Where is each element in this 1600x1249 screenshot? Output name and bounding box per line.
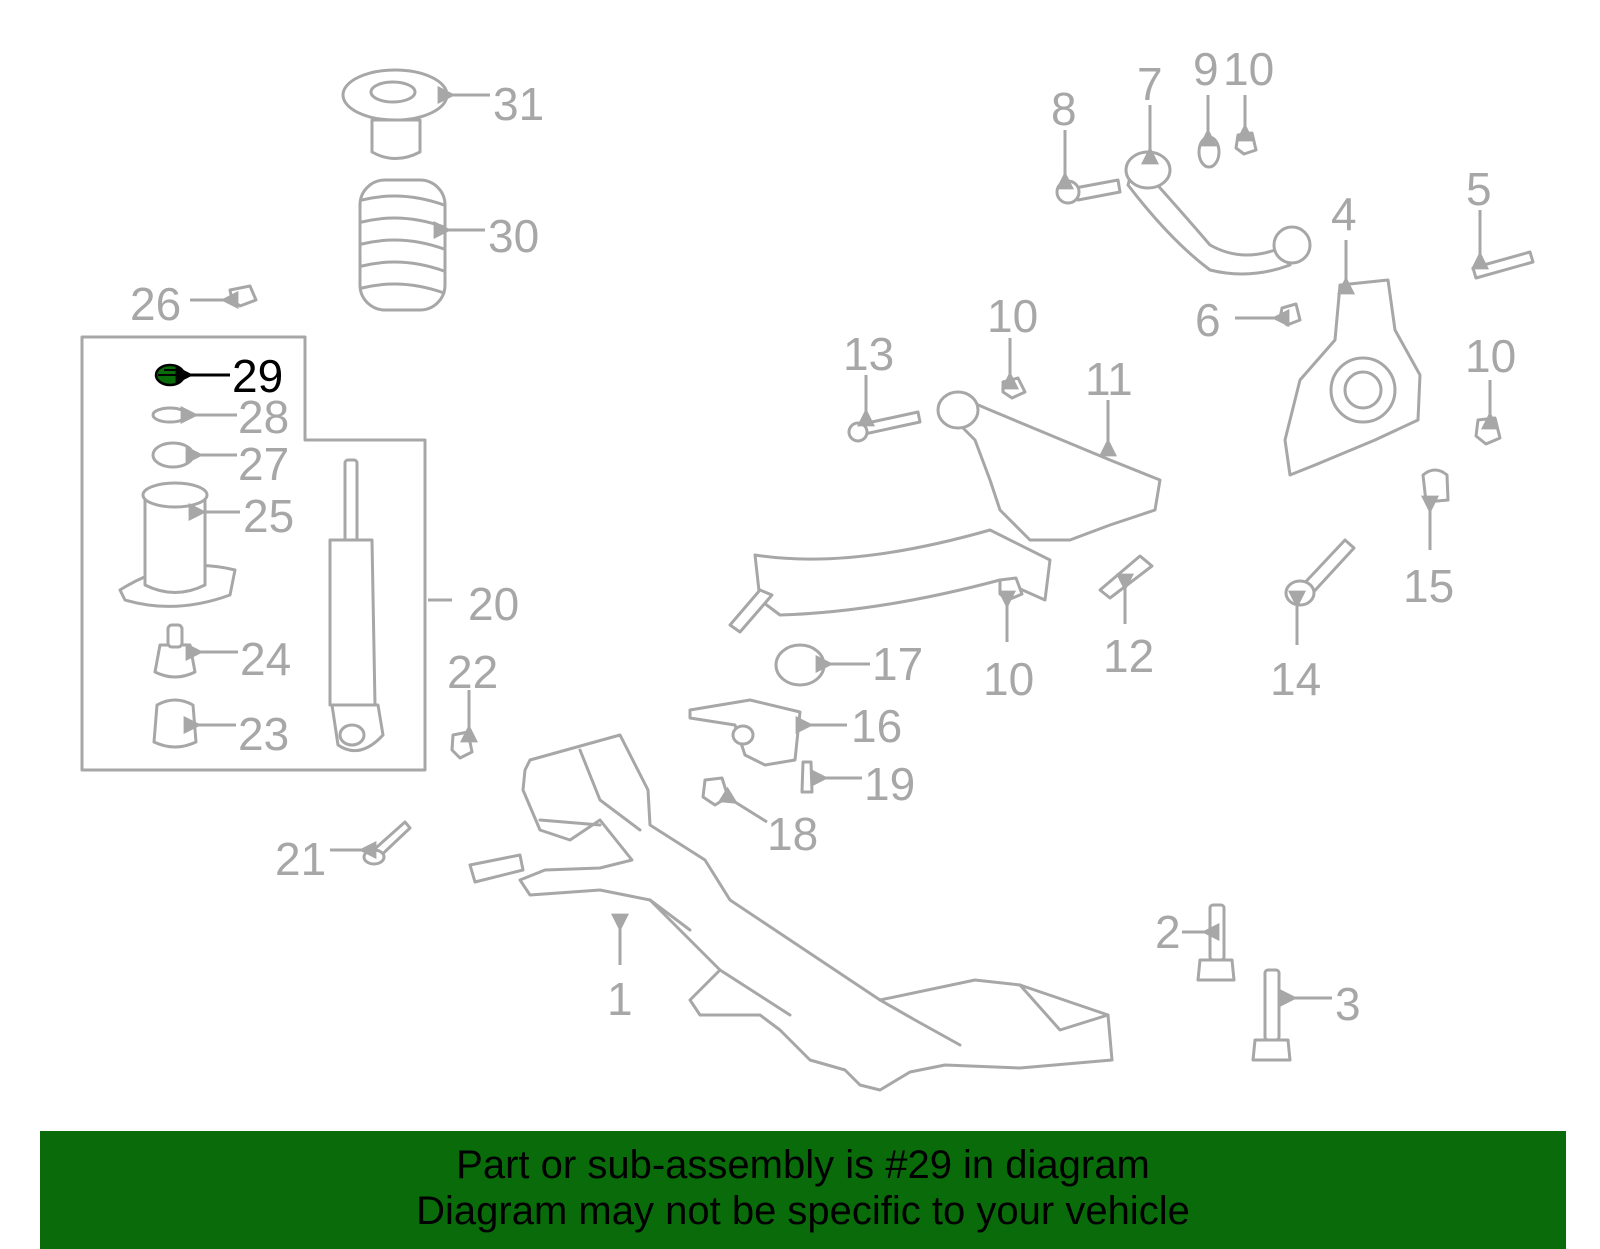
callout-13: 13 [843, 328, 894, 380]
part-18-nut[interactable] [701, 776, 730, 807]
part-28-washer[interactable] [151, 406, 189, 424]
callout-1: 1 [607, 973, 633, 1025]
part-19-bolt[interactable] [800, 760, 814, 794]
callout-6: 6 [1195, 294, 1221, 346]
callout-30: 30 [488, 210, 539, 262]
callout-15: 15 [1403, 560, 1454, 612]
part-27-insulator[interactable] [151, 441, 195, 469]
shock-absorber[interactable] [328, 458, 385, 753]
part-24-bound-stopper[interactable] [153, 623, 197, 679]
part-17-washer[interactable] [774, 643, 826, 687]
callout-5: 5 [1466, 163, 1492, 215]
part-5-bolt[interactable] [1471, 250, 1535, 280]
part-6-nut[interactable] [1278, 302, 1302, 327]
part-13-bolt[interactable] [847, 410, 922, 443]
callout-23: 23 [238, 708, 289, 760]
part-10-nut-c[interactable] [1474, 416, 1502, 446]
part-1-rear-crossmember[interactable] [468, 733, 1114, 1092]
callout-8: 8 [1051, 83, 1077, 135]
strut-assembly-box [80, 335, 427, 772]
callout-24: 24 [240, 633, 291, 685]
callout-12: 12 [1103, 630, 1154, 682]
callout-16: 16 [851, 700, 902, 752]
callout-9: 9 [1193, 43, 1219, 95]
callout-26: 26 [130, 278, 181, 330]
part-25-dust-boot[interactable] [118, 481, 237, 608]
footer-line-disclaimer: Diagram may not be specific to your vehi… [416, 1189, 1190, 1233]
callout-20: 20 [468, 578, 519, 630]
part-30-coil-spring[interactable] [358, 178, 447, 312]
part-14-bolt[interactable] [1284, 538, 1356, 607]
part-3-bolt[interactable] [1251, 968, 1292, 1062]
callout-25: 25 [243, 490, 294, 542]
callout-10c: 10 [1465, 330, 1516, 382]
part-16-bushing-bracket[interactable] [688, 698, 802, 767]
part-8-bolt[interactable] [1055, 178, 1122, 205]
callout-10b: 10 [983, 653, 1034, 705]
callout-18: 18 [767, 808, 818, 860]
callout-22: 22 [447, 646, 498, 698]
callout-4: 4 [1331, 188, 1357, 240]
part-21-bolt[interactable] [362, 820, 412, 866]
part-29-highlighted[interactable] [154, 363, 186, 387]
callout-27: 27 [238, 438, 289, 490]
parts-diagram: 31 30 26 29 28 27 25 24 23 20 22 21 1 2 … [80, 43, 1535, 1092]
part-15-bushing[interactable] [1421, 468, 1450, 504]
callout-28: 28 [238, 391, 289, 443]
part-22-nut[interactable] [450, 730, 474, 760]
part-11-lower-control-arm[interactable] [728, 390, 1162, 634]
callout-3: 3 [1335, 978, 1361, 1030]
callout-21: 21 [275, 833, 326, 885]
callout-2: 2 [1155, 906, 1181, 958]
callout-31: 31 [493, 78, 544, 130]
footer-line-part-number: Part or sub-assembly is #29 in diagram [456, 1143, 1150, 1187]
part-31-upper-mount[interactable] [341, 68, 449, 160]
part-26-nut[interactable] [228, 284, 258, 308]
part-10-nut-d[interactable] [1234, 131, 1258, 156]
part-7-upper-control-arm[interactable] [1124, 150, 1312, 276]
callout-10d: 10 [1223, 43, 1274, 95]
callout-7: 7 [1137, 58, 1163, 110]
part-2-bolt[interactable] [1196, 903, 1236, 982]
part-4-knuckle[interactable] [1283, 278, 1422, 477]
part-10-nut-b[interactable] [998, 576, 1024, 602]
callout-17: 17 [872, 638, 923, 690]
callout-11: 11 [1085, 353, 1133, 405]
callout-19: 19 [864, 758, 915, 810]
footer-banner: Part or sub-assembly is #29 in diagram D… [40, 1131, 1566, 1249]
part-10-nut-a[interactable] [1001, 376, 1027, 400]
part-9-washer[interactable] [1197, 135, 1221, 169]
callout-29: 29 [232, 350, 283, 402]
callout-14: 14 [1270, 653, 1321, 705]
callout-10a: 10 [987, 290, 1038, 342]
part-23-bumper[interactable] [152, 698, 198, 749]
